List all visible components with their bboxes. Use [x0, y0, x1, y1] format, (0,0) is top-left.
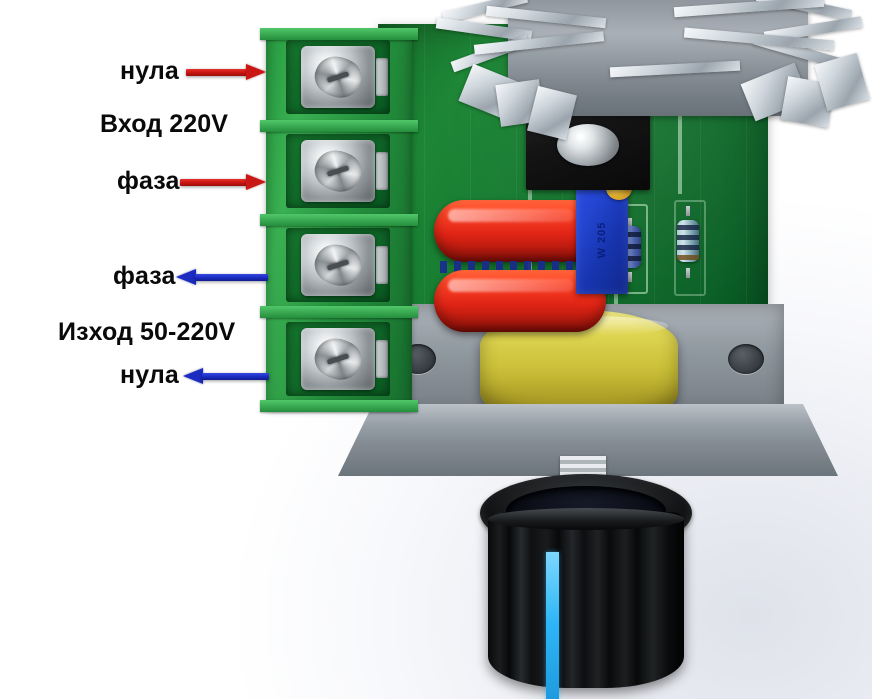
terminal-screw-3[interactable]: [301, 234, 375, 296]
terminal-clamp-1: [376, 58, 388, 96]
arrow-input-neutral: [186, 64, 268, 80]
terminal-screw-2[interactable]: [301, 140, 375, 202]
voltage-regulator-module: W 205: [258, 0, 872, 699]
terminal-clamp-3: [376, 246, 388, 284]
terminal-3-output-phase[interactable]: [286, 228, 390, 302]
terminal-screw-4[interactable]: [301, 328, 375, 390]
triac-mounting-screw: [557, 124, 619, 166]
annotation-label-output-phase: фаза: [113, 262, 176, 290]
resistor-silkscreen-2: [674, 200, 706, 296]
arrow-output-neutral: [183, 368, 269, 384]
terminal-2-input-phase[interactable]: [286, 134, 390, 208]
arrow-output-phase: [176, 269, 268, 285]
resistor-body-2: [677, 220, 699, 262]
terminal-screw-1[interactable]: [301, 46, 375, 108]
terminal-4-output-neutral[interactable]: [286, 322, 390, 396]
annotation-label-output-neutral: нула: [120, 361, 179, 389]
resistor-2: [677, 206, 699, 278]
bracket-hole-right: [728, 344, 764, 374]
trimpot-marking: W 205: [596, 221, 608, 259]
terminal-clamp-2: [376, 152, 388, 190]
triac-to220: [526, 90, 650, 190]
trimmer-potentiometer[interactable]: W 205: [576, 176, 632, 294]
annotation-label-input-neutral: нула: [120, 57, 179, 85]
resistor-lead-top-1: [628, 218, 632, 228]
knob-rim: [488, 508, 684, 530]
resistor-lead-bottom-1: [628, 272, 632, 282]
resistor-lead-bottom-2: [686, 268, 690, 278]
knob-indicator-stripe: [546, 552, 559, 699]
terminal-clamp-4: [376, 340, 388, 378]
arrow-input-phase: [180, 174, 268, 190]
resistor-lead-top-2: [686, 206, 690, 216]
control-knob[interactable]: [480, 474, 692, 699]
knob-body[interactable]: [488, 512, 684, 699]
annotation-label-input-phase: фаза: [117, 167, 180, 195]
terminal-1-input-neutral[interactable]: [286, 40, 390, 114]
annotation-label-input-group: Вход 220V: [100, 110, 229, 138]
annotation-label-output-group: Изход 50-220V: [58, 318, 236, 346]
terminal-block[interactable]: [260, 28, 418, 412]
